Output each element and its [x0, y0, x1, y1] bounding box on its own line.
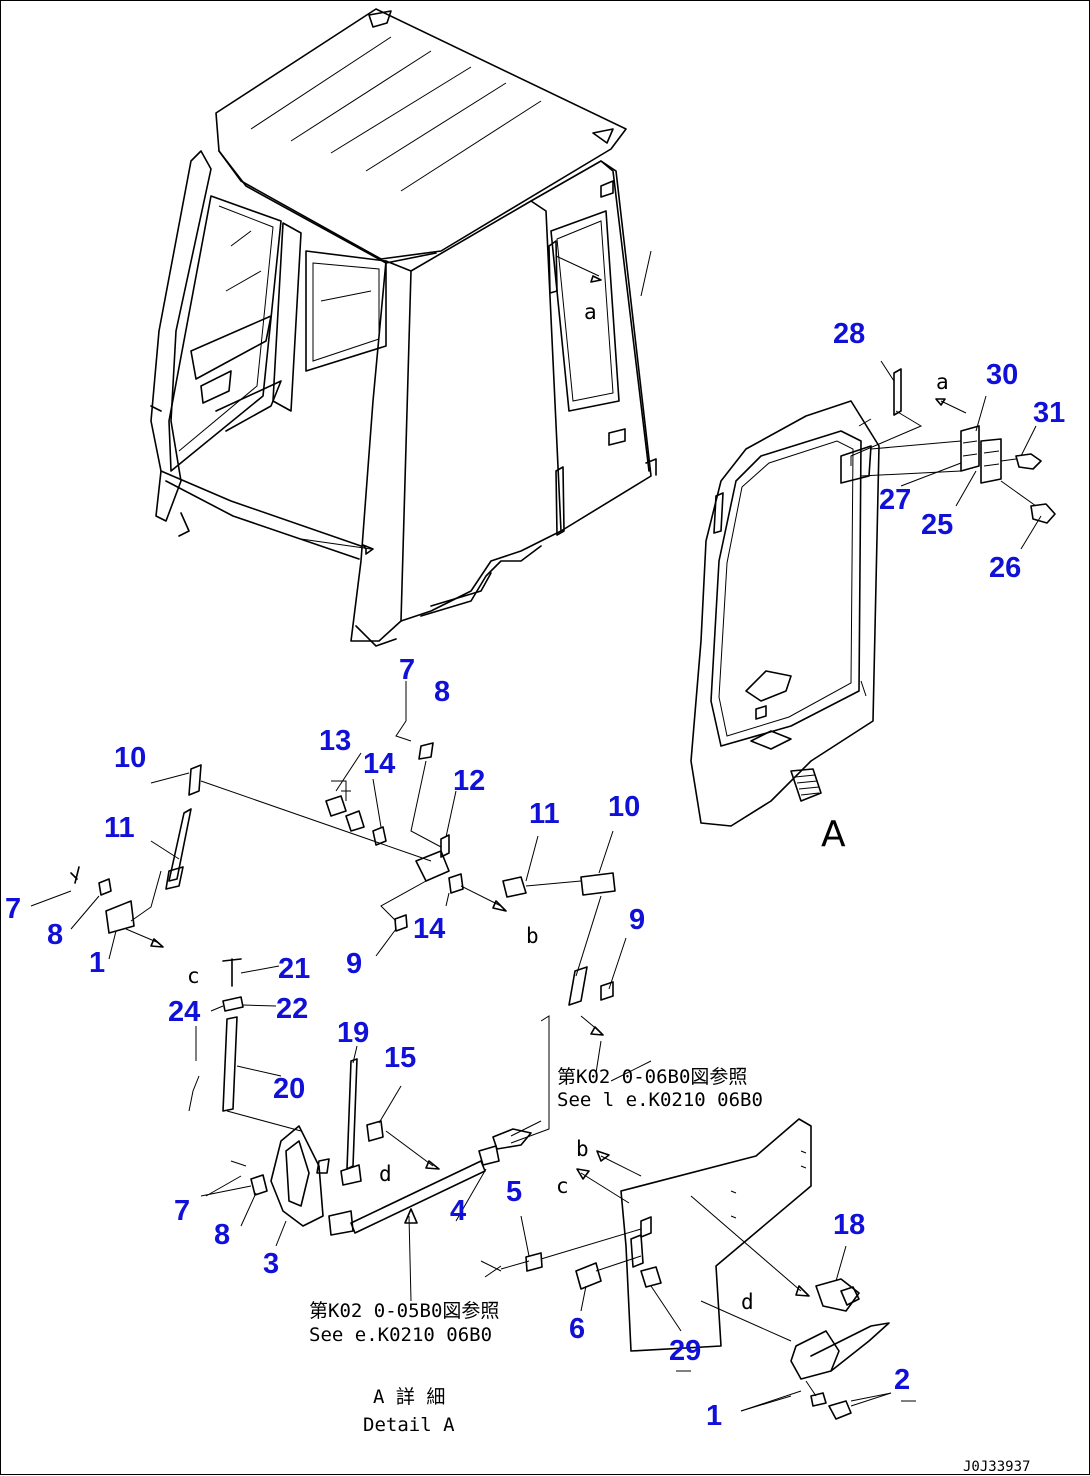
view-marker-c: c	[187, 964, 200, 988]
part-number: 5	[506, 1176, 522, 1208]
part-number: 11	[529, 798, 560, 830]
part-number: 27	[879, 484, 911, 516]
drawing-code: J0J33937	[963, 1459, 1030, 1475]
part-number: 10	[608, 791, 640, 823]
view-marker-a: a	[936, 370, 949, 394]
part-number: 7	[399, 654, 415, 686]
leader-lines	[30, 360, 1042, 1412]
view-marker-a: a	[584, 300, 597, 324]
reference-note-en: See l e.K0210 06B0	[557, 1089, 763, 1111]
part-number: 13	[319, 725, 351, 757]
part-number-labels: 28 30 31 27 25 26 7 8 13 14 12 10 11 11 …	[5, 318, 1065, 1432]
reference-note-jp: 第K02 0-05B0図参照	[309, 1300, 499, 1322]
detail-label-jp: A 詳 細	[373, 1386, 445, 1408]
cab-assembly-drawing	[150, 8, 657, 647]
part-number: 4	[450, 1195, 466, 1227]
part-number: 14	[363, 748, 395, 780]
part-number: 25	[921, 509, 953, 541]
part-number: 1	[706, 1400, 722, 1432]
reference-note-en: See e.K0210 06B0	[309, 1324, 492, 1346]
part-number: 8	[47, 919, 63, 951]
part-number: 30	[986, 359, 1018, 391]
part-number: 2	[894, 1364, 910, 1396]
view-marker-d: d	[379, 1162, 392, 1186]
view-marker-b: b	[576, 1137, 589, 1161]
view-marker-d: d	[741, 1290, 754, 1314]
part-number: 12	[453, 765, 485, 797]
part-number: 7	[5, 893, 21, 925]
part-number: 31	[1033, 397, 1065, 429]
hinge-parts-drawing	[850, 368, 1056, 524]
part-number: 11	[104, 812, 135, 844]
part-number: 9	[629, 904, 645, 936]
part-number: 15	[384, 1042, 416, 1074]
view-marker-detail-a: A	[821, 814, 846, 855]
part-number: 7	[174, 1195, 190, 1227]
reference-notes: 第K02 0-06B0図参照 See l e.K0210 06B0 第K02 0…	[309, 1066, 1030, 1475]
cab-door-drawing	[690, 400, 880, 827]
view-marker-b: b	[526, 924, 539, 948]
part-number: 8	[434, 676, 450, 708]
part-number: 21	[278, 953, 310, 985]
part-number: 6	[569, 1313, 585, 1345]
part-number: 8	[214, 1219, 230, 1251]
reference-note-jp: 第K02 0-06B0図参照	[557, 1066, 747, 1088]
part-number: 19	[337, 1017, 369, 1049]
part-number: 3	[263, 1248, 279, 1280]
view-markers: a a b b c c d d A	[187, 300, 949, 1314]
part-number: 28	[833, 318, 865, 350]
part-number: 20	[273, 1073, 305, 1105]
part-number: 29	[669, 1335, 701, 1367]
part-number: 14	[413, 913, 445, 945]
part-number: 1	[89, 947, 105, 979]
part-number: 24	[168, 996, 200, 1028]
part-number: 9	[346, 948, 362, 980]
detail-label-en: Detail A	[363, 1414, 455, 1436]
part-number: 26	[989, 552, 1021, 584]
lock-linkage-drawing	[70, 681, 916, 1420]
part-number: 10	[114, 742, 146, 774]
part-number: 18	[833, 1209, 865, 1241]
part-number: 22	[276, 993, 308, 1025]
view-marker-c: c	[556, 1174, 569, 1198]
